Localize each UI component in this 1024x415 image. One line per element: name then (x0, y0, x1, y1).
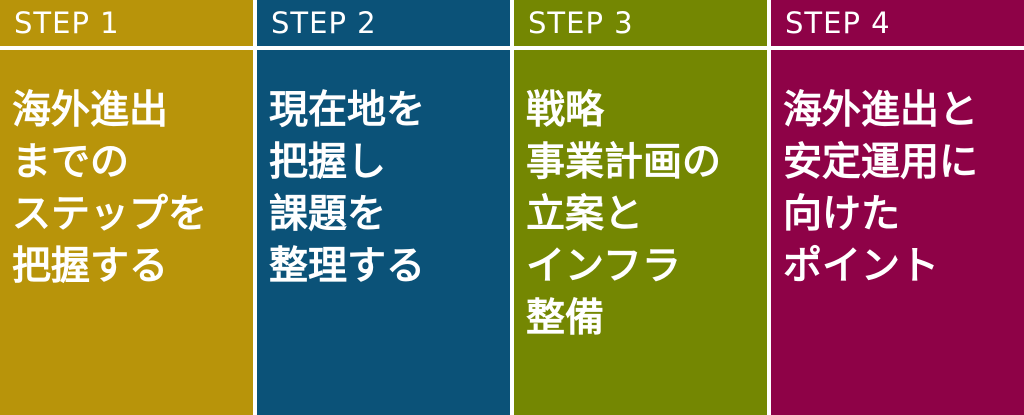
step-2-line-2: 把握し (269, 139, 387, 185)
step-4: STEP 4 海外進出と 安定運用に 向けた ポイント (771, 0, 1024, 415)
step-3-line-2: 事業計画の (526, 139, 722, 185)
step-4-body: 海外進出と 安定運用に 向けた ポイント (771, 50, 1024, 415)
step-4-line-1: 海外進出と (783, 87, 979, 133)
step-1-body: 海外進出 までの ステップを 把握する (0, 50, 253, 415)
step-1: STEP 1 海外進出 までの ステップを 把握する (0, 0, 253, 415)
step-4-line-2: 安定運用に (783, 139, 979, 185)
step-1-line-4: 把握する (12, 243, 169, 289)
step-2: STEP 2 現在地を 把握し 課題を 整理する (257, 0, 510, 415)
step-3-line-4: インフラ (526, 243, 681, 289)
step-1-header: STEP 1 (0, 0, 253, 50)
step-3-line-3: 立案と (526, 191, 644, 237)
step-4-line-3: 向けた (783, 191, 901, 237)
step-2-body: 現在地を 把握し 課題を 整理する (257, 50, 510, 415)
step-3-line-5: 整備 (526, 295, 605, 341)
step-4-line-4: ポイント (783, 243, 940, 289)
step-2-header: STEP 2 (257, 0, 510, 50)
step-1-line-1: 海外進出 (12, 87, 169, 133)
step-2-line-1: 現在地を (269, 87, 426, 133)
step-1-line-3: ステップを (12, 191, 208, 237)
step-2-line-3: 課題を (269, 191, 387, 237)
step-3-line-1: 戦略 (526, 87, 605, 133)
step-3: STEP 3 戦略 事業計画の 立案と インフラ 整備 (514, 0, 767, 415)
step-4-header: STEP 4 (771, 0, 1024, 50)
step-2-line-4: 整理する (269, 243, 426, 289)
step-3-header: STEP 3 (514, 0, 767, 50)
step-1-line-2: までの (12, 139, 130, 185)
step-3-body: 戦略 事業計画の 立案と インフラ 整備 (514, 50, 767, 415)
